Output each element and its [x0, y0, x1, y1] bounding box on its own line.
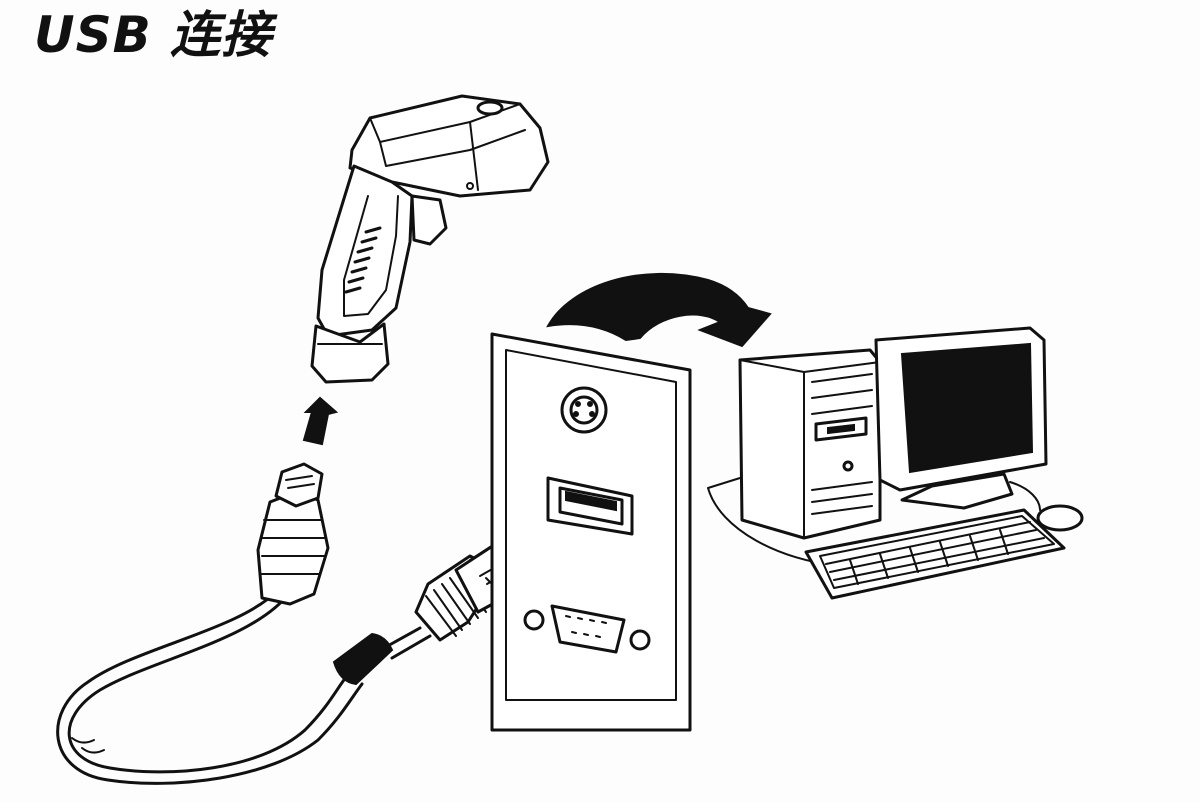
curved-arrow	[546, 272, 772, 348]
rj-connector	[256, 462, 330, 606]
scanner-cable	[56, 588, 364, 785]
barcode-scanner	[310, 94, 550, 384]
ferrite-core	[332, 626, 432, 686]
desktop-computer	[707, 326, 1084, 600]
usb-port	[546, 476, 634, 536]
ps2-port	[560, 386, 608, 434]
page-title: USB 连接	[34, 6, 273, 64]
connect-arrow	[302, 396, 339, 446]
serial-port	[523, 604, 651, 654]
